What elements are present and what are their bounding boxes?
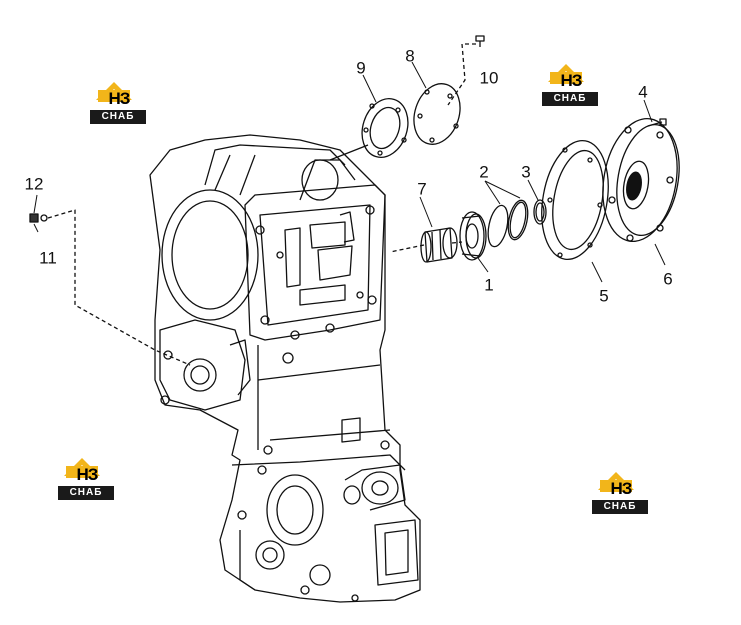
- part-11-12-plug: [29, 213, 48, 223]
- transmission-housing: [149, 134, 421, 603]
- part-7-sleeve: [420, 227, 458, 263]
- part-3-ring: [533, 199, 547, 225]
- part-1-bearing: [459, 211, 487, 261]
- house-roof-icon: [64, 458, 100, 478]
- callout-6: 6: [663, 269, 673, 289]
- callout-3: 3: [521, 162, 531, 182]
- logo-mark: НЗ: [560, 71, 583, 90]
- callout-8: 8: [405, 46, 415, 66]
- callout-11: 11: [39, 248, 57, 268]
- logo-text: СНАБ: [542, 92, 598, 106]
- callout-9: 9: [356, 58, 366, 78]
- callout-1: 1: [484, 275, 494, 295]
- logo-mark: НЗ: [76, 465, 99, 484]
- callout-2: 2: [479, 162, 489, 182]
- part-2-rings: [487, 199, 529, 248]
- part-5-gasket: [541, 140, 609, 260]
- callout-12: 12: [24, 174, 44, 194]
- house-roof-icon: [598, 472, 634, 492]
- callout-7: 7: [417, 179, 427, 199]
- callout-4: 4: [638, 82, 648, 102]
- logo-text: СНАБ: [592, 500, 648, 514]
- part-8-cover: [413, 83, 461, 145]
- logo-mark: НЗ: [610, 479, 633, 498]
- watermark-logo-bottom-right: НЗ СНАБ: [592, 470, 648, 516]
- part-4-bolt: [647, 118, 667, 127]
- logo-text: СНАБ: [90, 110, 146, 124]
- part-6-pump-cover: [602, 117, 680, 243]
- watermark-logo-top-left: НЗ СНАБ: [90, 80, 146, 126]
- part-9-gasket: [361, 98, 409, 158]
- house-roof-icon: [548, 64, 584, 84]
- callout-5: 5: [599, 286, 609, 306]
- logo-text: СНАБ: [58, 486, 114, 500]
- house-roof-icon: [96, 82, 132, 102]
- watermark-logo-top-right: НЗ СНАБ: [542, 62, 598, 108]
- watermark-logo-bottom-left: НЗ СНАБ: [58, 456, 114, 502]
- part-10-bolt: [475, 35, 485, 47]
- callout-10: 10: [479, 68, 499, 88]
- logo-mark: НЗ: [108, 89, 131, 108]
